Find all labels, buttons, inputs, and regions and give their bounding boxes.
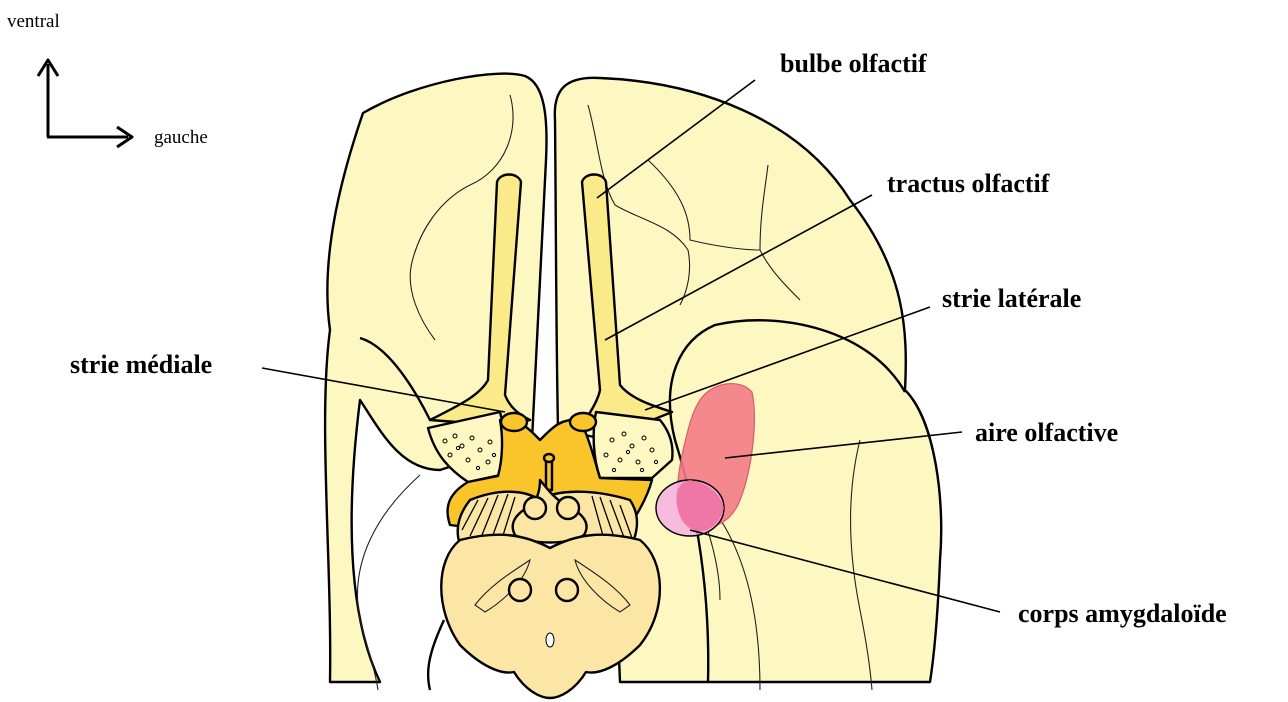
left-mammillary-body: [524, 497, 546, 519]
label-amygdala: corps amygdaloïde: [1018, 599, 1227, 628]
infundibulum: [546, 460, 552, 490]
right-stria-knob: [570, 413, 596, 431]
label-medial-stria: strie médiale: [70, 350, 212, 379]
label-lateral-stria: strie latérale: [942, 284, 1081, 313]
right-brainstem-nucleus: [556, 579, 578, 601]
orientation-axes: ventral gauche: [7, 11, 208, 148]
ventral-label: ventral: [7, 11, 60, 32]
left-stria-knob: [501, 413, 527, 431]
pituitary-stalk-top: [544, 454, 554, 462]
left-brainstem-nucleus: [509, 579, 531, 601]
label-olfactory-bulb: bulbe olfactif: [780, 49, 927, 78]
left-label: gauche: [154, 127, 208, 148]
label-olfactory-area: aire olfactive: [975, 418, 1118, 447]
midline-bottom-left: [428, 620, 444, 690]
right-perforated-area: [594, 412, 673, 478]
label-olfactory-tract: tractus olfactif: [887, 169, 1050, 198]
central-canal: [546, 633, 554, 647]
right-mammillary-body: [557, 497, 579, 519]
